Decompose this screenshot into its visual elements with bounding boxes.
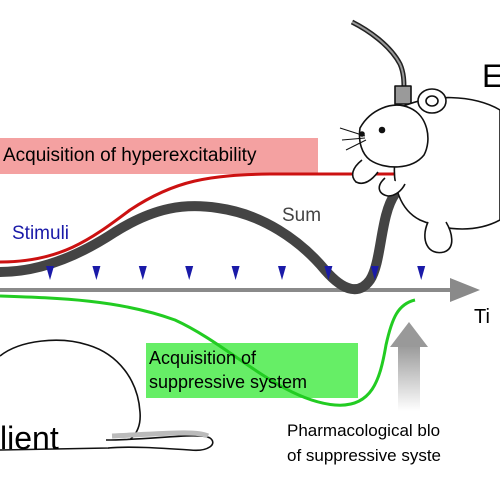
client-label: lient bbox=[0, 420, 59, 456]
stimulus-marker-icon bbox=[185, 266, 194, 280]
suppressive-label-line1: Acquisition of bbox=[149, 348, 257, 368]
mouse-with-electrode-illustration bbox=[339, 19, 500, 254]
stimulus-marker-icon bbox=[138, 266, 147, 280]
sum-label: Sum bbox=[282, 205, 322, 226]
stimulus-marker-icon bbox=[370, 266, 379, 280]
pharmacological-block-label-line2: of suppressive syste bbox=[287, 446, 442, 465]
stimulus-marker-icon bbox=[324, 266, 333, 280]
stimulus-marker-icon bbox=[46, 266, 54, 280]
upward-gradient-arrow bbox=[390, 322, 428, 411]
suppressive-banner bbox=[146, 343, 358, 398]
suppressive-label-line2: suppressive system bbox=[149, 372, 308, 392]
hyperexcitability-banner bbox=[0, 138, 318, 174]
stimuli-label: Stimuli bbox=[12, 223, 70, 244]
sum-curve bbox=[0, 176, 423, 295]
pharmacological-block-label-line1: Pharmacological blo bbox=[287, 421, 441, 440]
stimulus-marker-icon bbox=[92, 266, 101, 280]
resting-mouse-illustration bbox=[0, 339, 214, 452]
stimulus-markers bbox=[46, 266, 426, 280]
hyperexcitability-label: Acquisition of hyperexcitability bbox=[3, 145, 257, 166]
stimulus-marker-icon bbox=[278, 266, 286, 280]
time-axis-label: Ti bbox=[474, 306, 490, 328]
hyperexcitability-curve bbox=[0, 172, 418, 264]
suppressive-curve bbox=[0, 294, 416, 407]
corner-label-top: E bbox=[482, 58, 500, 94]
stimulus-marker-icon bbox=[417, 266, 426, 280]
stimulus-marker-icon bbox=[231, 266, 240, 280]
time-axis bbox=[0, 278, 480, 302]
